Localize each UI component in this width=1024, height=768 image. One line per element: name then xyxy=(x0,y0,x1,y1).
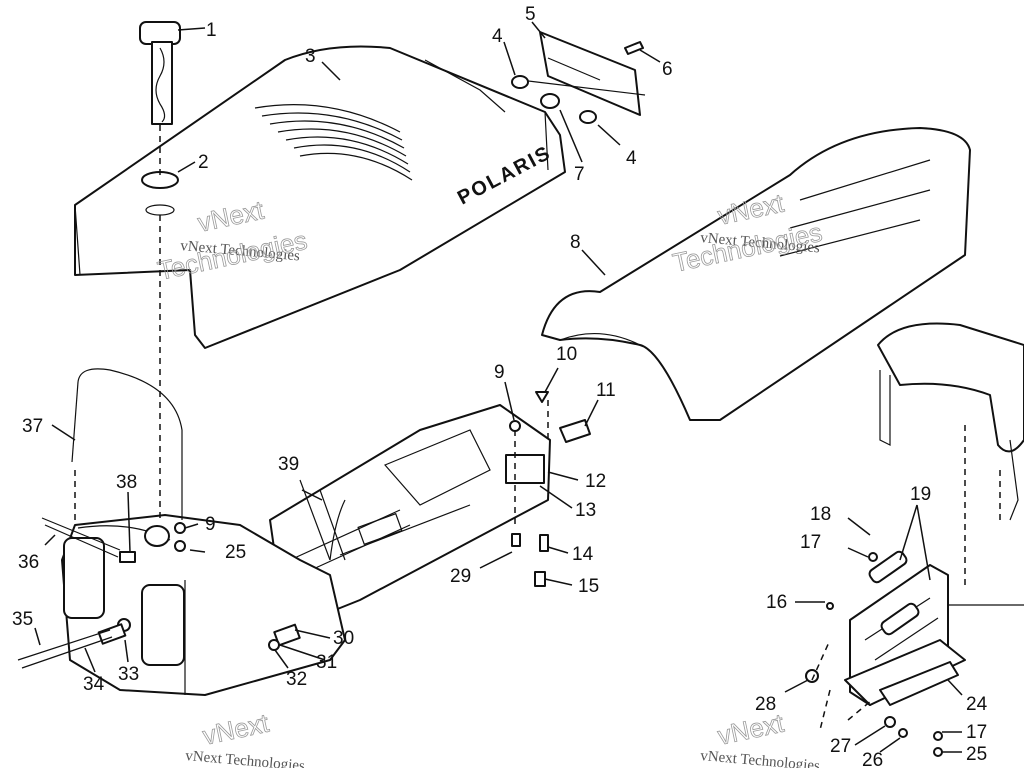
callout-12: 12 xyxy=(585,471,606,492)
callout-36: 36 xyxy=(18,552,39,573)
backrest xyxy=(877,322,1024,590)
callout-24: 24 xyxy=(966,694,988,715)
callout-26: 26 xyxy=(862,750,883,768)
callout-10: 10 xyxy=(556,344,577,365)
callout-15: 15 xyxy=(578,576,599,597)
callout-17: 17 xyxy=(966,722,987,743)
callout-25: 25 xyxy=(966,744,987,765)
callout-17: 17 xyxy=(800,532,821,553)
callout-28: 28 xyxy=(755,694,776,715)
callout-1: 1 xyxy=(206,20,217,41)
callout-30: 30 xyxy=(333,628,354,649)
callout-11: 11 xyxy=(596,380,616,401)
callout-34: 34 xyxy=(83,674,105,695)
callout-8: 8 xyxy=(570,232,581,253)
callout-13: 13 xyxy=(575,500,596,521)
hoses-and-lines xyxy=(17,368,471,695)
callout-32: 32 xyxy=(286,669,307,690)
callout-14: 14 xyxy=(572,544,594,565)
callout-16: 16 xyxy=(766,592,787,613)
callout-29: 29 xyxy=(450,566,471,587)
leader-lines xyxy=(34,21,963,753)
callout-6: 6 xyxy=(662,59,673,80)
watermark-text: vNext Technologies xyxy=(700,748,821,768)
watermark-line-1: vNext xyxy=(200,708,272,751)
callout-3: 3 xyxy=(305,46,316,67)
assembly-axes xyxy=(74,125,873,731)
callout-7: 7 xyxy=(574,164,585,185)
seat-cover-spare xyxy=(541,127,971,421)
callout-18: 18 xyxy=(810,504,831,525)
watermark-text: vNext Technologies xyxy=(185,748,306,768)
callout-25: 25 xyxy=(225,542,246,563)
seat-cover: POLARIS xyxy=(74,45,566,349)
hardware xyxy=(97,31,943,757)
callout-4: 4 xyxy=(626,148,637,169)
callout-37: 37 xyxy=(22,416,43,437)
callout-9: 9 xyxy=(205,514,216,535)
callouts: 1 2 3 4 4 5 6 7 8 9 9 10 11 12 13 14 15 … xyxy=(12,4,988,768)
callout-5: 5 xyxy=(525,4,536,25)
callout-4: 4 xyxy=(492,26,503,47)
callout-39: 39 xyxy=(278,454,299,475)
callout-33: 33 xyxy=(118,664,139,685)
callout-9: 9 xyxy=(494,362,505,383)
callout-2: 2 xyxy=(198,152,209,173)
callout-19: 19 xyxy=(910,484,931,505)
callout-38: 38 xyxy=(116,472,137,493)
callout-35: 35 xyxy=(12,609,33,630)
callout-31: 31 xyxy=(316,652,337,673)
callout-27: 27 xyxy=(830,736,851,757)
bracket-assembly xyxy=(844,550,1024,706)
fuel-cap xyxy=(139,21,181,125)
watermark-line-1: vNext xyxy=(715,708,787,751)
